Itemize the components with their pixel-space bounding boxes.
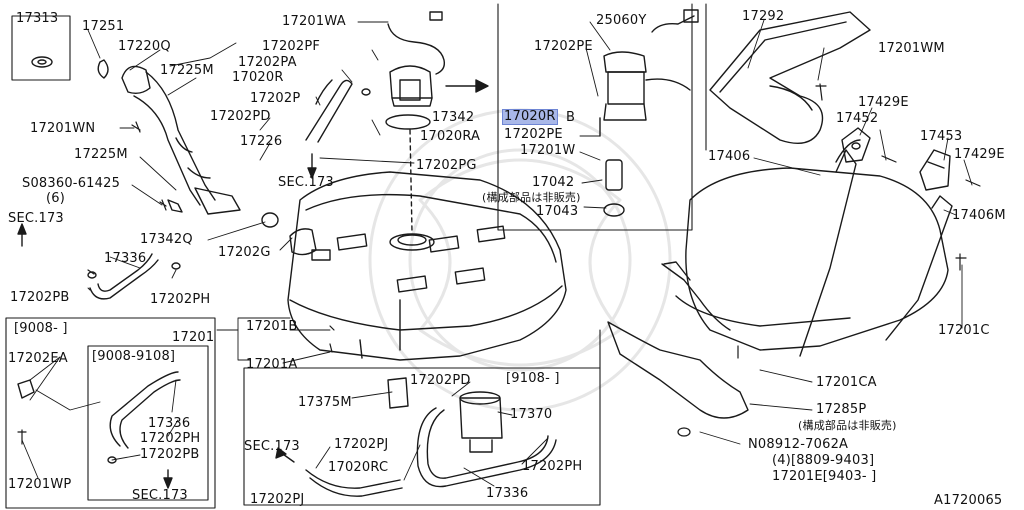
hose-17020RC <box>305 469 403 497</box>
label-17202EA: 17202EA <box>8 351 68 366</box>
lower-shield-17285P <box>607 261 749 419</box>
label-17202PB-b: 17202PB <box>140 447 200 462</box>
label-17020R-highlighted[interactable]: 17020R <box>502 109 558 125</box>
label-17020RC: 17020RC <box>328 460 389 475</box>
label-17202PB-a: 17202PB <box>10 290 70 305</box>
bracket-17453 <box>919 149 951 191</box>
label-17452: 17452 <box>836 111 879 126</box>
note-not-sold-b: (構成部品は非販売) <box>798 419 897 432</box>
label-17202PA: 17202PA <box>238 55 297 70</box>
label-17202PH-b: 17202PH <box>140 431 201 446</box>
label-17370: 17370 <box>510 407 553 422</box>
hose-17336-boxed <box>107 371 181 464</box>
label-17342Q: 17342Q <box>140 232 193 247</box>
label-17201WN: 17201WN <box>30 121 96 136</box>
label-17429E-a: 17429E <box>858 95 909 110</box>
arrows <box>17 79 489 489</box>
label-17201WA: 17201WA <box>282 14 346 29</box>
label-17220Q: 17220Q <box>118 39 171 54</box>
tank-straps <box>799 139 953 357</box>
bolts <box>17 83 981 445</box>
label-s08360: S08360-61425 <box>22 176 121 191</box>
catalog-code: A1720065 <box>934 493 1003 508</box>
label-17202G: 17202G <box>218 245 271 260</box>
filler-neck-tube <box>97 59 241 215</box>
label-17336-a: 17336 <box>104 251 147 266</box>
canister-17370 <box>387 377 503 453</box>
label-17201CA: 17201CA <box>816 375 877 390</box>
label-17043: 17043 <box>536 204 579 219</box>
label-17020R-left: 17020R <box>232 70 284 85</box>
box-inner-title: [9008-9108] <box>92 349 176 364</box>
label-sec173-bottom[interactable]: SEC.173 <box>244 439 300 454</box>
label-17020RA: 17020RA <box>420 129 481 144</box>
label-sec173-mid[interactable]: SEC.173 <box>278 175 334 190</box>
label-17225M-b: 17225M <box>74 147 128 162</box>
label-17406: 17406 <box>708 149 751 164</box>
label-17202PG: 17202PG <box>416 158 477 173</box>
label-17202PD-b: 17202PD <box>410 373 471 388</box>
clip-17202EA <box>17 379 35 399</box>
label-17336-b: 17336 <box>148 416 191 431</box>
bracket-17452 <box>841 127 871 163</box>
label-17202PE-b: 17202PE <box>504 127 563 142</box>
label-17202PJ-b: 17202PJ <box>250 492 305 507</box>
label-qty-6: (6) <box>46 191 66 206</box>
label-17429E-b: 17429E <box>954 147 1005 162</box>
label-n08912-qty: (4)[8809-9403] <box>772 453 875 468</box>
label-17201W: 17201W <box>520 143 576 158</box>
label-17202PE-a: 17202PE <box>534 39 593 54</box>
label-17202PF: 17202PF <box>262 39 321 54</box>
box-mid-title: [9108- ] <box>506 371 560 386</box>
label-17453: 17453 <box>920 129 963 144</box>
label-17201A: 17201A <box>246 357 298 372</box>
fuel-tank <box>261 114 567 361</box>
hose-17336-lower <box>416 407 557 488</box>
label-17202PH-c: 17202PH <box>522 459 583 474</box>
label-b-suffix: B <box>566 110 576 125</box>
label-17202P: 17202P <box>250 91 301 106</box>
fuel-pump-module <box>599 9 699 217</box>
label-17201WM: 17201WM <box>878 41 945 56</box>
label-17251: 17251 <box>82 19 125 34</box>
label-17201: 17201 <box>172 330 215 345</box>
label-17202PD-a: 17202PD <box>210 109 271 124</box>
label-17225M-a: 17225M <box>160 63 214 78</box>
label-25060Y: 25060Y <box>596 13 647 28</box>
label-17201WP: 17201WP <box>8 477 72 492</box>
label-17336-c: 17336 <box>486 486 529 501</box>
grommet-17313 <box>11 15 71 81</box>
label-17201E: 17201E[9403- ] <box>772 469 877 484</box>
leader-lines <box>21 19 973 487</box>
label-17313: 17313 <box>16 11 59 26</box>
label-sec173-box[interactable]: SEC.173 <box>132 488 188 503</box>
label-17375M: 17375M <box>298 395 352 410</box>
box-left-title: [9008- ] <box>14 321 68 336</box>
sender-unit-17020R <box>305 11 446 143</box>
note-not-sold-a: (構成部品は非販売) <box>482 191 581 204</box>
label-17201B: 17201B <box>246 319 298 334</box>
label-17202PH-a: 17202PH <box>150 292 211 307</box>
label-17202PJ-a: 17202PJ <box>334 437 389 452</box>
label-17342: 17342 <box>432 110 475 125</box>
label-17292: 17292 <box>742 9 785 24</box>
label-17406M: 17406M <box>952 208 1006 223</box>
label-17226: 17226 <box>240 134 283 149</box>
frame-lines <box>5 3 707 509</box>
label-17042: 17042 <box>532 175 575 190</box>
label-n08912: N08912-7062A <box>748 437 849 452</box>
label-sec173-left[interactable]: SEC.173 <box>8 211 64 226</box>
label-17201C: 17201C <box>938 323 990 338</box>
heat-shield-17292 <box>709 11 871 144</box>
label-17285P: 17285P <box>816 402 867 417</box>
